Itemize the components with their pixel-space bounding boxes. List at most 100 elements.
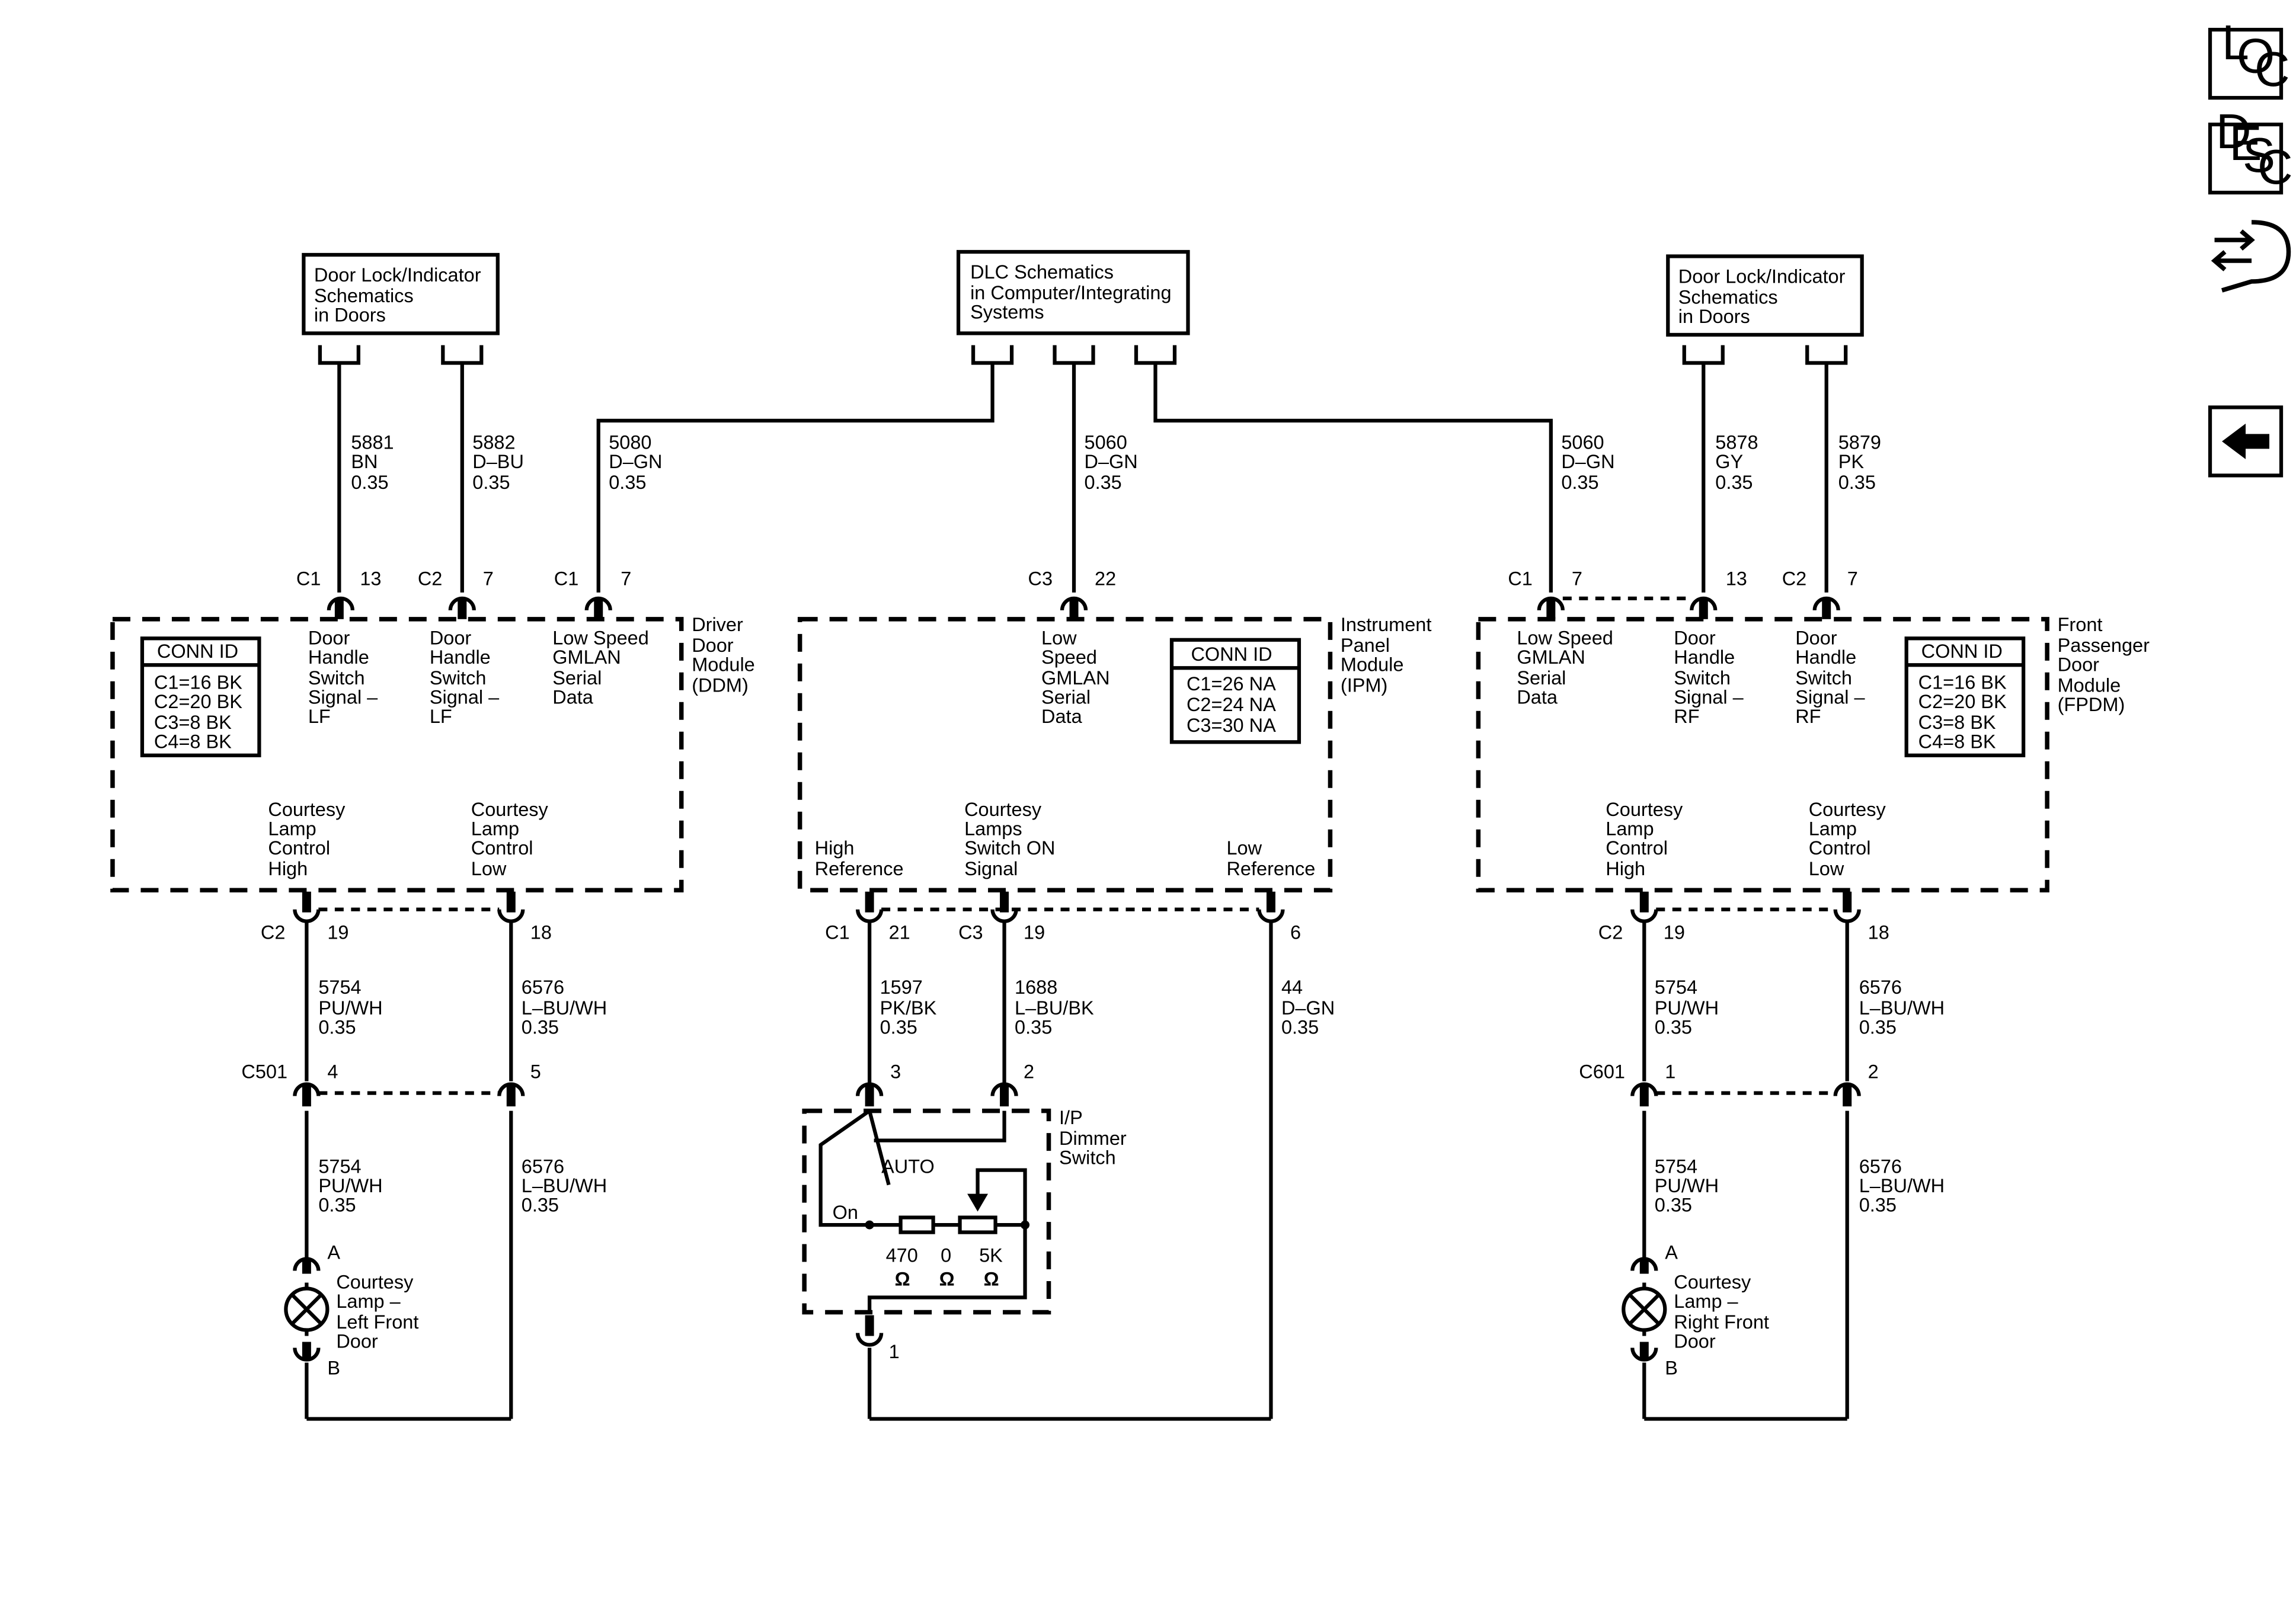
ipm-bot2-2: Lamps bbox=[964, 818, 1022, 840]
fpdm-sig1-1: Low Speed bbox=[1517, 627, 1613, 648]
wire-5060a-size: 0.35 bbox=[1085, 472, 1122, 493]
fpdm-bot1-1: Courtesy bbox=[1606, 799, 1683, 820]
pin-ddm-c2: C2 bbox=[418, 568, 443, 589]
fpdm-conn-3: C3=8 BK bbox=[1918, 712, 1996, 733]
pin-ipm-21: 21 bbox=[889, 922, 910, 943]
dimmer-auto-label: AUTO bbox=[881, 1156, 935, 1177]
ddm-sig1-5: LF bbox=[308, 706, 331, 727]
inline-c501-name: C501 bbox=[241, 1061, 287, 1083]
ipm-sig1-1: Low bbox=[1041, 627, 1077, 648]
wire-low-l6576-circuit: 6576 bbox=[522, 1156, 564, 1177]
ddm-sig1-1: Door bbox=[308, 627, 350, 648]
fpdm-conn-title: CONN ID bbox=[1921, 641, 2003, 662]
fpdm-sig2-2: Handle bbox=[1674, 646, 1735, 668]
ddm-sig1-4: Signal – bbox=[308, 686, 378, 708]
fpdm-bot1-3: Control bbox=[1606, 837, 1668, 859]
wire-mid-l5754-circuit: 5754 bbox=[318, 977, 361, 998]
pin-ddm-7a: 7 bbox=[483, 568, 494, 589]
wire-5882-color: D–BU bbox=[472, 451, 524, 472]
loc-letter-1: L bbox=[2222, 15, 2249, 70]
ref-box-right-doorlock[interactable] bbox=[1666, 254, 1864, 337]
dimmer-r3-label: 5K bbox=[979, 1245, 1003, 1266]
ipm-sig1-4: Serial bbox=[1041, 686, 1091, 708]
wire-5878-size: 0.35 bbox=[1715, 472, 1753, 493]
ref-dlc-line2: in Computer/Integrating bbox=[970, 282, 1171, 303]
ip-dimmer-switch-symbol[interactable] bbox=[802, 1108, 1051, 1347]
ddm-sig1-3: Switch bbox=[308, 667, 365, 689]
ddm-bot2-1: Courtesy bbox=[471, 799, 549, 820]
ddm-conn-4: C4=8 BK bbox=[154, 731, 232, 752]
ref-right-line3: in Doors bbox=[1678, 306, 1750, 327]
inline-c501-pin4: 4 bbox=[327, 1061, 338, 1083]
connector-end-view-icon[interactable] bbox=[2211, 220, 2291, 293]
wire-1597-color: PK/BK bbox=[880, 997, 937, 1019]
wire-5879-color: PK bbox=[1838, 451, 1865, 472]
ref-right-line1: Door Lock/Indicator bbox=[1678, 265, 1846, 287]
fpdm-sig3-5: RF bbox=[1795, 706, 1821, 727]
ddm-sig2-3: Switch bbox=[430, 667, 487, 689]
fpdm-sig1-4: Data bbox=[1517, 686, 1558, 708]
fpdm-bot2-1: Courtesy bbox=[1809, 799, 1886, 820]
fpdm-sig3-1: Door bbox=[1795, 627, 1837, 648]
wire-5878-color: GY bbox=[1715, 451, 1743, 472]
lamp-right-name-2: Lamp – bbox=[1674, 1291, 1738, 1312]
wire-5881-size: 0.35 bbox=[351, 472, 388, 493]
dimmer-pin3: 3 bbox=[890, 1061, 901, 1083]
wire-5881-color: BN bbox=[351, 451, 378, 472]
fpdm-sig2-1: Door bbox=[1674, 627, 1716, 648]
wire-5879-circuit: 5879 bbox=[1838, 431, 1881, 453]
fpdm-conn-4: C4=8 BK bbox=[1918, 731, 1996, 752]
pin-fpdm-19: 19 bbox=[1664, 922, 1685, 943]
wire-44-color: D–GN bbox=[1281, 997, 1335, 1019]
ref-box-dlc[interactable] bbox=[956, 249, 1190, 335]
ipm-conn-id-box bbox=[1169, 638, 1302, 744]
ddm-bot2-2: Lamp bbox=[471, 818, 519, 840]
dimmer-r1-label: 470 bbox=[886, 1245, 918, 1266]
loc-letter-2: O bbox=[2237, 29, 2275, 84]
lamp-left-pin-b: B bbox=[327, 1358, 340, 1379]
ddm-conn-3: C3=8 BK bbox=[154, 712, 232, 733]
wire-5882-circuit: 5882 bbox=[472, 431, 515, 453]
wire-mid-l6576-color: L–BU/WH bbox=[522, 997, 607, 1019]
ddm-module-box[interactable] bbox=[110, 617, 684, 892]
wire-5881-circuit: 5881 bbox=[351, 431, 394, 453]
ipm-name-1: Instrument bbox=[1341, 614, 1431, 635]
wire-low-r6576-size: 0.35 bbox=[1859, 1195, 1897, 1216]
pin-ddm-c1: C1 bbox=[296, 568, 321, 589]
wire-44-circuit: 44 bbox=[1281, 977, 1303, 998]
lamp-right-name-4: Door bbox=[1674, 1331, 1716, 1352]
ddm-name-4: (DDM) bbox=[692, 674, 749, 696]
ipm-sig1-2: Speed bbox=[1041, 646, 1097, 668]
ref-dlc-line1: DLC Schematics bbox=[970, 261, 1114, 283]
ddm-conn-1: C1=16 BK bbox=[154, 671, 242, 693]
ipm-name-2: Panel bbox=[1341, 635, 1390, 656]
wire-44-size: 0.35 bbox=[1281, 1017, 1319, 1038]
fpdm-bot1-4: High bbox=[1606, 858, 1645, 879]
ddm-conn-title: CONN ID bbox=[157, 641, 238, 662]
ref-right-line2: Schematics bbox=[1678, 286, 1778, 308]
wire-5060b-circuit: 5060 bbox=[1561, 431, 1604, 453]
ddm-sig3-4: Data bbox=[552, 686, 594, 708]
description-button[interactable] bbox=[2208, 122, 2284, 195]
dimmer-pin2: 2 bbox=[1024, 1061, 1034, 1083]
location-button[interactable] bbox=[2208, 27, 2284, 100]
ddm-bot1-4: High bbox=[268, 858, 308, 879]
desc-letter-2: E bbox=[2230, 116, 2262, 171]
fpdm-module-box[interactable] bbox=[1476, 617, 2049, 892]
wire-1688-color: L–BU/BK bbox=[1015, 997, 1094, 1019]
wire-low-l5754-size: 0.35 bbox=[318, 1195, 356, 1216]
ipm-module-box[interactable] bbox=[797, 617, 1333, 892]
lamp-right-pin-a: A bbox=[1665, 1242, 1678, 1263]
ddm-sig2-4: Signal – bbox=[430, 686, 500, 708]
back-arrow-icon[interactable] bbox=[2208, 405, 2284, 478]
fpdm-sig2-3: Switch bbox=[1674, 667, 1731, 689]
wire-1597-circuit: 1597 bbox=[880, 977, 923, 998]
fpdm-name-2: Passenger bbox=[2058, 635, 2150, 656]
fpdm-conn-2: C2=20 BK bbox=[1918, 691, 2007, 712]
wire-5060b-size: 0.35 bbox=[1561, 472, 1598, 493]
wire-low-r6576-color: L–BU/WH bbox=[1859, 1175, 1945, 1196]
ref-box-left-doorlock[interactable] bbox=[302, 252, 500, 335]
fpdm-bot2-2: Lamp bbox=[1809, 818, 1857, 840]
pin-ipm-c1: C1 bbox=[825, 922, 850, 943]
ddm-sig2-2: Handle bbox=[430, 646, 491, 668]
